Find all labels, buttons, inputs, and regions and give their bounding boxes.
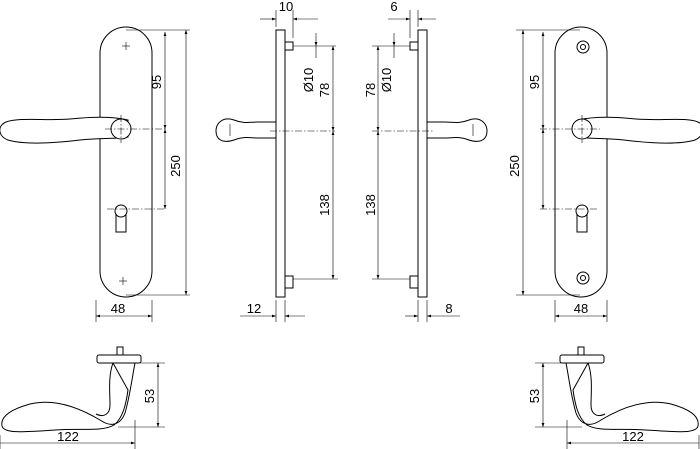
top-view-right: 53 122 <box>527 346 700 449</box>
lever-top-right <box>565 362 699 433</box>
top-view-left: 53 122 <box>0 346 165 449</box>
dim-95-left: 95 <box>149 75 164 89</box>
side-handle-right <box>426 118 488 142</box>
dim-48-left: 48 <box>111 301 125 316</box>
side-view-right: 6 78 Ø10 138 8 <box>363 0 488 322</box>
side-view-left: 10 Ø10 78 138 12 <box>215 0 338 322</box>
dim-d10-left: Ø10 <box>301 68 316 93</box>
screw-bottom-right <box>576 271 590 285</box>
dim-122-right: 122 <box>622 429 644 444</box>
dim-138-right: 138 <box>363 194 378 216</box>
dim-d10-right: Ø10 <box>379 68 394 93</box>
dim-8: 8 <box>445 301 452 316</box>
dim-250-right: 250 <box>507 155 522 177</box>
dim-122-left: 122 <box>57 429 79 444</box>
dim-53-right: 53 <box>527 389 542 403</box>
front-view-left: 95 250 48 <box>0 26 190 322</box>
dim-78-left: 78 <box>317 83 332 97</box>
dim-6: 6 <box>390 0 397 14</box>
rosette-top-right <box>559 354 605 364</box>
escutcheon-plate-right <box>554 26 608 298</box>
side-plate-left <box>275 29 286 298</box>
escutcheon-plate-left <box>99 26 153 298</box>
dim-250-left: 250 <box>168 155 183 177</box>
dim-48-right: 48 <box>574 301 588 316</box>
dim-10: 10 <box>279 0 293 14</box>
spindle-left <box>284 41 294 51</box>
rosette-top-left <box>96 354 142 364</box>
dim-95-right: 95 <box>527 75 542 89</box>
screw-top-right <box>576 40 590 54</box>
spindle-right <box>409 41 419 51</box>
side-plate-right <box>417 29 428 298</box>
keyhole-left <box>107 204 166 233</box>
lever-top-left <box>1 362 136 433</box>
screw-top-left <box>122 42 130 50</box>
front-view-right: 250 95 48 <box>507 26 700 322</box>
keyhole-right <box>540 204 598 233</box>
dim-12: 12 <box>247 301 261 316</box>
foot-right <box>409 275 419 289</box>
screw-bottom-left <box>119 277 127 285</box>
dim-138-left: 138 <box>317 194 332 216</box>
lever-handle-right <box>577 116 700 144</box>
side-handle-left <box>215 118 277 142</box>
foot-left <box>284 275 294 289</box>
dim-78-right: 78 <box>363 83 378 97</box>
lever-handle-left <box>0 116 129 144</box>
dim-53-left: 53 <box>142 389 157 403</box>
